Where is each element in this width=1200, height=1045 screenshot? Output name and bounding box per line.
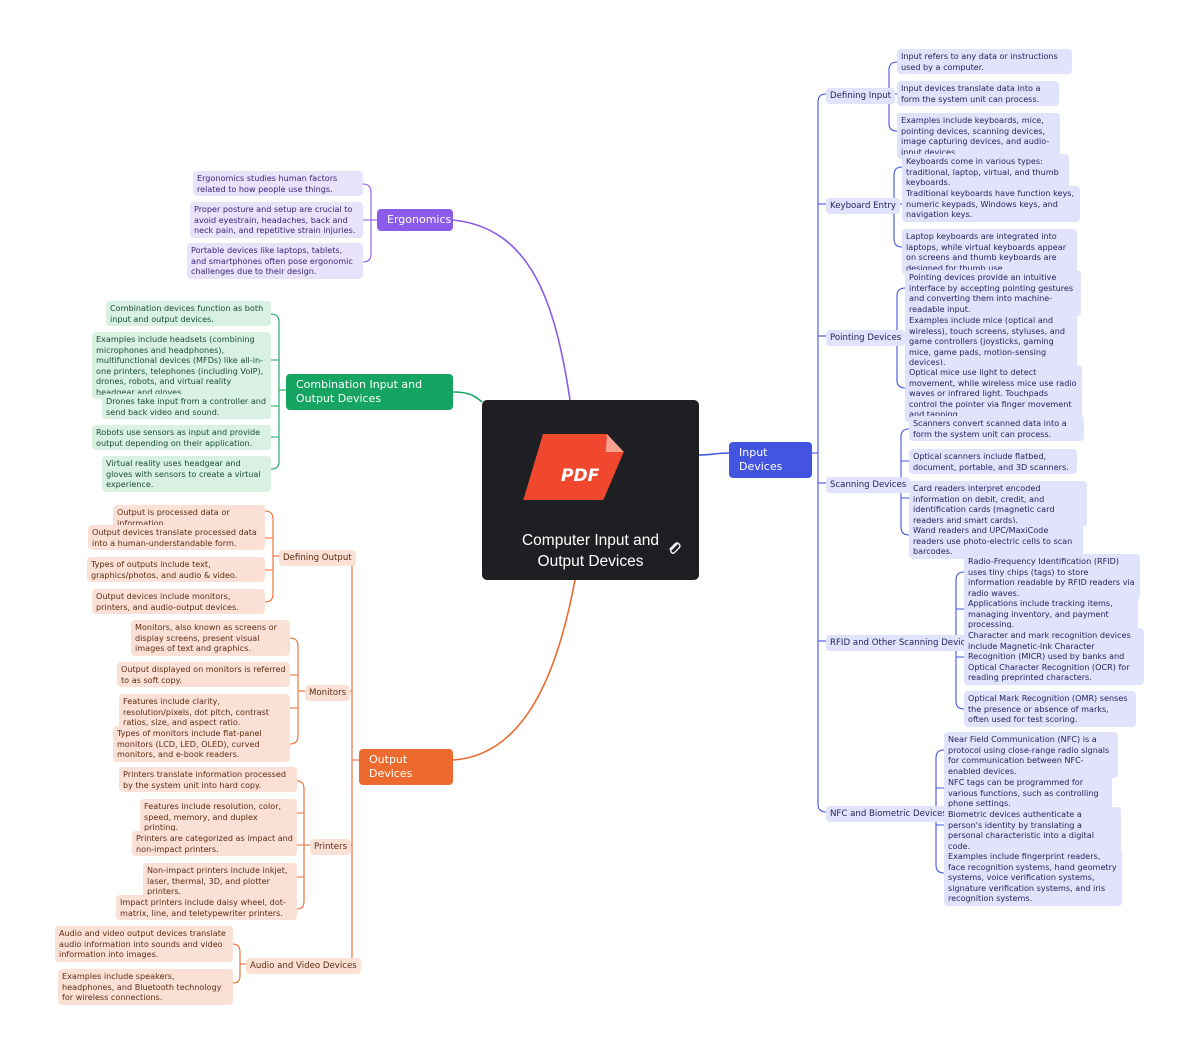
- leaf-ergonomics-3[interactable]: Portable devices like laptops, tablets, …: [187, 243, 363, 279]
- leaf-pointing-1[interactable]: Pointing devices provide an intuitive in…: [905, 270, 1081, 316]
- leaf-printers-5[interactable]: Impact printers include daisy wheel, dot…: [116, 895, 297, 920]
- topic-nfc-biometric[interactable]: NFC and Biometric Devices: [826, 806, 951, 822]
- leaf-pointing-2[interactable]: Examples include mice (optical and wirel…: [905, 313, 1077, 370]
- leaf-scanning-2[interactable]: Optical scanners include flatbed, docume…: [909, 449, 1077, 474]
- leaf-printers-1[interactable]: Printers translate information processed…: [119, 767, 297, 792]
- leaf-scanning-4[interactable]: Wand readers and UPC/MaxiCode readers us…: [909, 523, 1083, 559]
- topic-audio-video-devices[interactable]: Audio and Video Devices: [246, 958, 361, 974]
- leaf-printers-4[interactable]: Non-impact printers include inkjet, lase…: [143, 863, 297, 899]
- leaf-scanning-1[interactable]: Scanners convert scanned data into a for…: [909, 416, 1084, 441]
- leaf-rfid-1[interactable]: Radio-Frequency Identification (RFID) us…: [964, 554, 1140, 600]
- leaf-printers-2[interactable]: Features include resolution, color, spee…: [140, 799, 297, 835]
- pdf-file-icon: PDF: [523, 434, 624, 500]
- topic-pointing-devices[interactable]: Pointing Devices: [826, 330, 906, 346]
- leaf-output-def-2[interactable]: Output devices translate processed data …: [88, 525, 265, 550]
- leaf-rfid-2[interactable]: Applications include tracking items, man…: [964, 596, 1138, 632]
- svg-text:PDF: PDF: [561, 466, 600, 486]
- leaf-input-def-3[interactable]: Examples include keyboards, mice, pointi…: [897, 113, 1060, 159]
- leaf-scanning-3[interactable]: Card readers interpret encoded informati…: [909, 481, 1087, 527]
- leaf-combination-2[interactable]: Examples include headsets (combining mic…: [92, 332, 271, 399]
- leaf-nfc-1[interactable]: Near Field Communication (NFC) is a prot…: [944, 732, 1118, 778]
- topic-scanning-devices[interactable]: Scanning Devices: [826, 477, 911, 493]
- topic-monitors[interactable]: Monitors: [305, 685, 351, 701]
- leaf-pointing-3[interactable]: Optical mice use light to detect movemen…: [905, 365, 1082, 422]
- leaf-av-2[interactable]: Examples include speakers, headphones, a…: [58, 969, 233, 1005]
- topic-rfid-scanning[interactable]: RFID and Other Scanning Devices: [826, 635, 980, 651]
- central-title-line-1: Computer Input and: [521, 532, 659, 549]
- branch-output-devices[interactable]: Output Devices: [359, 749, 453, 785]
- leaf-monitors-2[interactable]: Output displayed on monitors is referred…: [117, 662, 290, 687]
- topic-defining-input[interactable]: Defining Input: [826, 88, 896, 104]
- leaf-rfid-4[interactable]: Optical Mark Recognition (OMR) senses th…: [964, 691, 1136, 727]
- leaf-output-def-3[interactable]: Types of outputs include text, graphics/…: [87, 557, 265, 582]
- leaf-monitors-3[interactable]: Features include clarity, resolution/pix…: [119, 694, 290, 730]
- attachment-paperclip-icon[interactable]: [666, 540, 682, 556]
- leaf-monitors-1[interactable]: Monitors, also known as screens or displ…: [131, 620, 290, 656]
- leaf-monitors-4[interactable]: Types of monitors include flat-panel mon…: [113, 726, 290, 762]
- central-title-line-2: Output Devices: [537, 553, 644, 570]
- leaf-ergonomics-1[interactable]: Ergonomics studies human factors related…: [193, 171, 363, 196]
- leaf-printers-3[interactable]: Printers are categorized as impact and n…: [132, 831, 297, 856]
- branch-combination-devices[interactable]: Combination Input and Output Devices: [286, 374, 453, 410]
- leaf-combination-4[interactable]: Robots use sensors as input and provide …: [92, 425, 271, 450]
- branch-input-devices[interactable]: Input Devices: [729, 442, 812, 478]
- leaf-rfid-3[interactable]: Character and mark recognition devices i…: [964, 628, 1144, 685]
- leaf-av-1[interactable]: Audio and video output devices translate…: [55, 926, 233, 962]
- leaf-output-def-4[interactable]: Output devices include monitors, printer…: [92, 589, 265, 614]
- leaf-keyboard-2[interactable]: Traditional keyboards have function keys…: [902, 186, 1080, 222]
- leaf-input-def-2[interactable]: Input devices translate data into a form…: [897, 81, 1059, 106]
- leaf-combination-3[interactable]: Drones take input from a controller and …: [102, 394, 271, 419]
- leaf-nfc-2[interactable]: NFC tags can be programmed for various f…: [944, 775, 1112, 811]
- branch-ergonomics[interactable]: Ergonomics: [377, 209, 453, 231]
- topic-defining-output[interactable]: Defining Output: [279, 550, 356, 566]
- leaf-keyboard-1[interactable]: Keyboards come in various types: traditi…: [902, 154, 1069, 190]
- leaf-combination-1[interactable]: Combination devices function as both inp…: [106, 301, 271, 326]
- leaf-nfc-4[interactable]: Examples include fingerprint readers, fa…: [944, 849, 1122, 906]
- central-topic-card[interactable]: PDF Computer Input and Output Devices: [482, 400, 699, 580]
- topic-printers[interactable]: Printers: [310, 839, 352, 855]
- central-topic-title: Computer Input and Output Devices: [482, 530, 699, 572]
- leaf-ergonomics-2[interactable]: Proper posture and setup are crucial to …: [190, 202, 363, 238]
- leaf-combination-5[interactable]: Virtual reality uses headgear and gloves…: [102, 456, 271, 492]
- topic-keyboard-entry[interactable]: Keyboard Entry: [826, 198, 900, 214]
- leaf-input-def-1[interactable]: Input refers to any data or instructions…: [897, 49, 1072, 74]
- leaf-nfc-3[interactable]: Biometric devices authenticate a person'…: [944, 807, 1121, 853]
- leaf-keyboard-3[interactable]: Laptop keyboards are integrated into lap…: [902, 229, 1077, 275]
